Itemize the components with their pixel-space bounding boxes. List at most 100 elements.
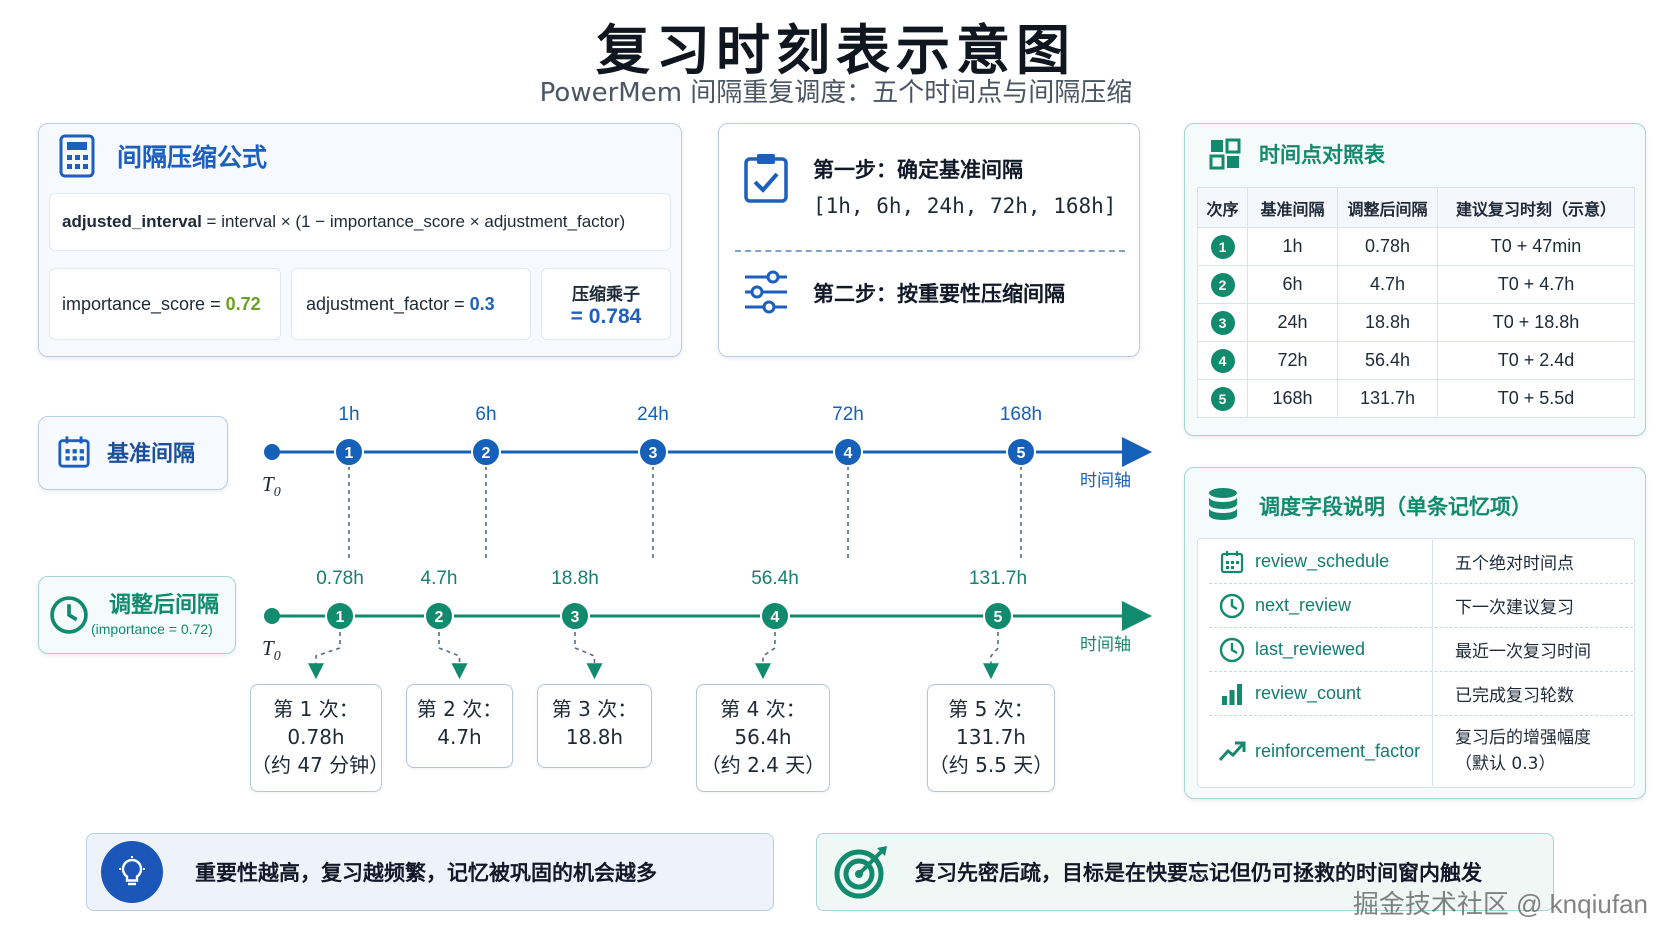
schedule-banner: 复习先密后疏，目标是在快要忘记但仍可拯救的时间窗内触发 (816, 833, 1554, 911)
review-time-cell: T0 + 4.7h (1437, 265, 1635, 304)
base-node-circle (638, 437, 668, 467)
importance-score-box: importance_score = 0.72 (49, 268, 281, 340)
field-description-line: 复习后的增强幅度 (1455, 728, 1591, 748)
fields-card: 调度字段说明（单条记忆项） review_schedule 五个绝对时间点 ne… (1184, 467, 1646, 799)
multiplier-label: 压缩乘子 (572, 284, 640, 304)
adjusted-node-circle (325, 601, 355, 631)
review-line2: 131.7h (956, 725, 1026, 749)
schedule-banner-text: 复习先密后疏，目标是在快要忘记但仍可拯救的时间窗内触发 (915, 861, 1482, 885)
adjusted-interval-label: 调整后间隔 (109, 593, 220, 618)
base-node: 2 (471, 437, 501, 467)
node-to-review-connector (574, 632, 603, 680)
field-name: last_reviewed (1255, 639, 1366, 659)
table-header: 时间点对照表 (1209, 136, 1385, 172)
review-time-cell: T0 + 18.8h (1437, 303, 1635, 342)
adjusted-node-circle (560, 601, 590, 631)
review-line3: （约 47 分钟） (251, 753, 390, 777)
adjusted-node-label: 131.7h (968, 568, 1028, 589)
review-occurrence-box: 第 4 次：56.4h（约 2.4 天） (696, 684, 830, 792)
importance-banner-text: 重要性越高，复习越频繁，记忆被巩固的机会越多 (195, 861, 657, 885)
review-line2: 18.8h (565, 725, 624, 749)
clock-icon (1209, 593, 1255, 619)
review-line2: 4.7h (437, 725, 482, 749)
review-time-cell: T0 + 5.5d (1437, 379, 1635, 418)
base-interval-label-box: 基准间隔 (38, 416, 228, 490)
row-number-badge: 5 (1210, 386, 1235, 411)
base-interval-label: 基准间隔 (107, 442, 196, 467)
adjusted-node: 4 (760, 601, 790, 631)
base-node-label: 72h (832, 404, 864, 425)
base-node-number: 1 (345, 445, 354, 462)
review-line1: 第 3 次： (551, 697, 638, 721)
review-time-cell: T0 + 2.4d (1437, 341, 1635, 380)
review-occurrence-box: 第 2 次： 4.7h (406, 684, 513, 768)
adjusted-interval-label-box: 调整后间隔 (importance = 0.72) (38, 576, 236, 654)
adjusted-node-number: 1 (336, 609, 345, 626)
field-row: next_review 下一次建议复习 (1209, 584, 1633, 628)
row-number-badge: 2 (1210, 272, 1235, 297)
multiplier-value: = 0.784 (570, 304, 642, 328)
adjusted-node-number: 4 (771, 609, 780, 626)
adjusted-node: 5 (983, 601, 1013, 631)
field-description: 最近一次复习时间 (1455, 642, 1591, 662)
formula-expression: adjusted_interval = interval × (1 − impo… (49, 193, 671, 251)
review-time-cell: T0 + 47min (1437, 227, 1635, 266)
calendar-icon (1209, 550, 1255, 574)
t0-symbol: T (262, 472, 274, 496)
adjusted-node-number: 5 (994, 609, 1003, 626)
importance-value: 0.72 (225, 293, 261, 314)
watermark: 掘金技术社区 @ knqiufan (1352, 889, 1648, 919)
sliders-icon (745, 270, 787, 314)
field-description: 复习后的增强幅度 （默认 0.3） (1433, 725, 1591, 777)
adjusted-axis-name: 时间轴 (1080, 635, 1131, 655)
step-one-title: 第一步：确定基准间隔 (813, 158, 1023, 182)
adjusted-node-label: 0.78h (316, 568, 364, 589)
base-node-circle (471, 437, 501, 467)
field-name: next_review (1255, 595, 1352, 615)
adjustment-factor-box: adjustment_factor = 0.3 (291, 268, 531, 340)
formula-rhs: = interval × (1 − importance_score × adj… (201, 212, 626, 231)
base-node-number: 4 (844, 445, 853, 462)
t0-symbol: T (262, 636, 274, 660)
base-node-label: 24h (637, 404, 669, 425)
adjusted-interval-cell: 131.7h (1337, 379, 1438, 418)
fields-list (1197, 538, 1635, 788)
adjusted-interval-cell: 56.4h (1337, 341, 1438, 380)
base-interval-cell: 24h (1247, 303, 1338, 342)
adjusted-node-circle (983, 601, 1013, 631)
review-occurrence-box: 第 3 次： 18.8h (537, 684, 652, 768)
base-interval-cell: 6h (1247, 265, 1338, 304)
row-number-badge: 3 (1210, 310, 1235, 335)
factor-value: 0.3 (469, 293, 495, 314)
field-row: review_schedule 五个绝对时间点 (1209, 540, 1633, 584)
clock-icon (50, 596, 88, 634)
adjusted-node-number: 2 (435, 609, 444, 626)
base-node-label: 6h (475, 404, 497, 425)
field-description-line: （默认 0.3） (1455, 754, 1556, 774)
formula-header: 间隔压缩公式 (59, 132, 267, 180)
review-line3: （约 2.4 天） (700, 753, 826, 777)
page-subtitle: PowerMem 间隔重复调度：五个时间点与间隔压缩 (539, 78, 1133, 108)
formula-heading: 间隔压缩公式 (117, 143, 268, 172)
t0-subscript: 0 (273, 485, 281, 501)
clock-icon (1209, 637, 1255, 663)
node-to-review-connector (308, 632, 341, 680)
grid-icon (1209, 138, 1241, 170)
target-icon (833, 844, 889, 900)
base-interval-cell: 168h (1247, 379, 1338, 418)
database-icon (1209, 488, 1237, 520)
step-divider (735, 250, 1125, 252)
row-number-badge: 1 (1210, 234, 1235, 259)
base-t0-label: T0 (262, 472, 281, 501)
steps-card: 第一步：确定基准间隔 [1h, 6h, 24h, 72h, 168h] 第二步：… (718, 123, 1140, 357)
row-number-badge: 4 (1210, 348, 1235, 373)
base-node-number: 5 (1017, 445, 1026, 462)
fields-header: 调度字段说明（单条记忆项） (1207, 486, 1532, 526)
review-line1: 第 2 次： (416, 697, 503, 721)
